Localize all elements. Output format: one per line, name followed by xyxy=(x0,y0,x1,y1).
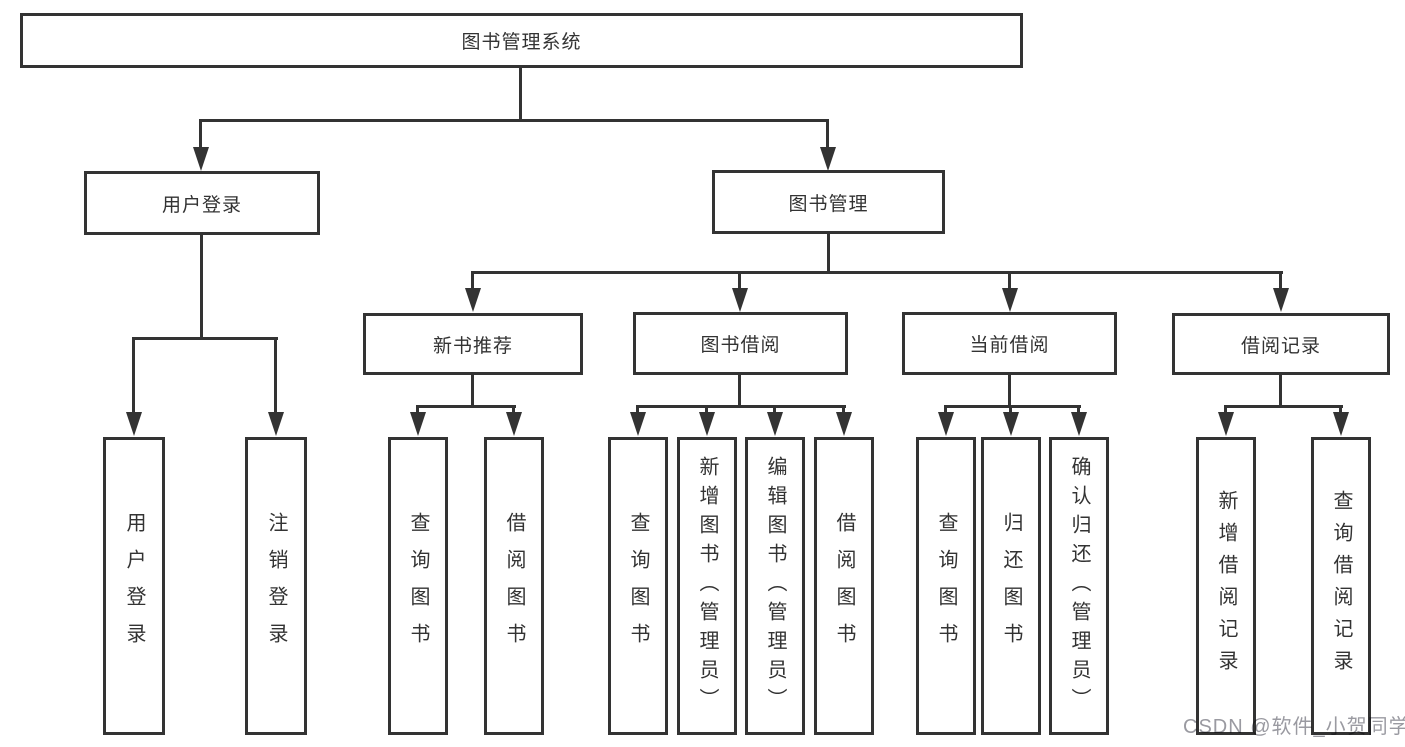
leaf-label: 归还图书 xyxy=(1000,512,1022,660)
node-book-borrowing: 图书借阅 xyxy=(633,312,848,375)
arrowhead-down xyxy=(126,412,142,436)
arrowhead-down xyxy=(1218,412,1234,436)
leaf-logout: 注销登录 xyxy=(245,437,307,735)
connector-line xyxy=(132,337,135,412)
connector-line xyxy=(1279,375,1282,406)
connector-line xyxy=(1224,405,1227,414)
arrowhead-down xyxy=(732,288,748,312)
connector-line xyxy=(471,375,474,406)
leaf-query-books: 查询图书 xyxy=(388,437,448,735)
leaf-label: 注销登录 xyxy=(265,512,287,660)
leaf-add-books-admin: 新增图书（管理员） xyxy=(677,437,737,735)
arrowhead-down xyxy=(410,412,426,436)
leaf-label: 查询图书 xyxy=(407,512,429,660)
arrowhead-down xyxy=(465,288,481,312)
watermark: CSDN @软件_小贺同学 xyxy=(1183,716,1405,738)
leaf-label: 编辑图书（管理员） xyxy=(764,455,786,717)
connector-line xyxy=(416,405,516,408)
connector-line xyxy=(1077,405,1080,414)
node-current-borrowing: 当前借阅 xyxy=(902,312,1117,375)
connector-line xyxy=(705,405,708,414)
arrowhead-down xyxy=(1003,412,1019,436)
connector-line xyxy=(519,68,522,120)
arrowhead-down xyxy=(1071,412,1087,436)
leaf-confirm-return-admin: 确认归还（管理员） xyxy=(1049,437,1109,735)
node-library-management-system: 图书管理系统 xyxy=(20,13,1023,68)
leaf-label: 借阅图书 xyxy=(833,512,855,660)
leaf-label: 借阅图书 xyxy=(503,512,525,660)
arrowhead-down xyxy=(1333,412,1349,436)
leaf-query-books: 查询图书 xyxy=(608,437,668,735)
node-borrowing-records: 借阅记录 xyxy=(1172,313,1390,375)
node-new-book-recommend: 新书推荐 xyxy=(363,313,583,375)
arrowhead-down xyxy=(1002,288,1018,312)
leaf-label: 查询图书 xyxy=(935,512,957,660)
connector-line xyxy=(1008,375,1011,406)
arrowhead-down xyxy=(193,147,209,171)
node-user-login: 用户登录 xyxy=(84,171,320,235)
connector-line xyxy=(1224,405,1343,408)
connector-line xyxy=(512,405,515,414)
leaf-label: 查询借阅记录 xyxy=(1330,490,1352,682)
connector-line xyxy=(199,119,829,122)
arrowhead-down xyxy=(506,412,522,436)
connector-line xyxy=(416,405,419,414)
leaf-edit-books-admin: 编辑图书（管理员） xyxy=(745,437,805,735)
arrowhead-down xyxy=(767,412,783,436)
connector-line xyxy=(274,337,277,412)
leaf-label: 新增图书（管理员） xyxy=(696,455,718,717)
node-book-management: 图书管理 xyxy=(712,170,945,234)
connector-line xyxy=(132,337,278,340)
connector-line xyxy=(738,271,741,288)
leaf-label: 查询图书 xyxy=(627,512,649,660)
arrowhead-down xyxy=(836,412,852,436)
arrowhead-down xyxy=(1273,288,1289,312)
leaf-label: 用户登录 xyxy=(123,512,145,660)
connector-line xyxy=(471,271,1283,274)
leaf-label: 新增借阅记录 xyxy=(1215,490,1237,682)
connector-line xyxy=(827,234,830,272)
connector-line xyxy=(826,119,829,149)
leaf-query-borrow-record: 查询借阅记录 xyxy=(1311,437,1371,735)
connector-line xyxy=(842,405,845,414)
leaf-add-borrow-record: 新增借阅记录 xyxy=(1196,437,1256,735)
connector-line xyxy=(636,405,846,408)
connector-line xyxy=(1339,405,1342,414)
leaf-query-books: 查询图书 xyxy=(916,437,976,735)
connector-line xyxy=(1008,271,1011,288)
connector-line xyxy=(773,405,776,414)
arrowhead-down xyxy=(938,412,954,436)
leaf-user-login: 用户登录 xyxy=(103,437,165,735)
connector-line xyxy=(944,405,947,414)
connector-line xyxy=(738,375,741,406)
connector-line xyxy=(199,119,202,149)
arrowhead-down xyxy=(630,412,646,436)
arrowhead-down xyxy=(699,412,715,436)
leaf-borrow-books: 借阅图书 xyxy=(484,437,544,735)
connector-line xyxy=(200,235,203,338)
connector-line xyxy=(1279,271,1282,288)
connector-line xyxy=(636,405,639,414)
arrowhead-down xyxy=(268,412,284,436)
arrowhead-down xyxy=(820,147,836,171)
connector-line xyxy=(944,405,1081,408)
leaf-return-books: 归还图书 xyxy=(981,437,1041,735)
connector-line xyxy=(1009,405,1012,414)
connector-line xyxy=(471,271,474,288)
leaf-label: 确认归还（管理员） xyxy=(1068,455,1090,717)
leaf-borrow-books: 借阅图书 xyxy=(814,437,874,735)
